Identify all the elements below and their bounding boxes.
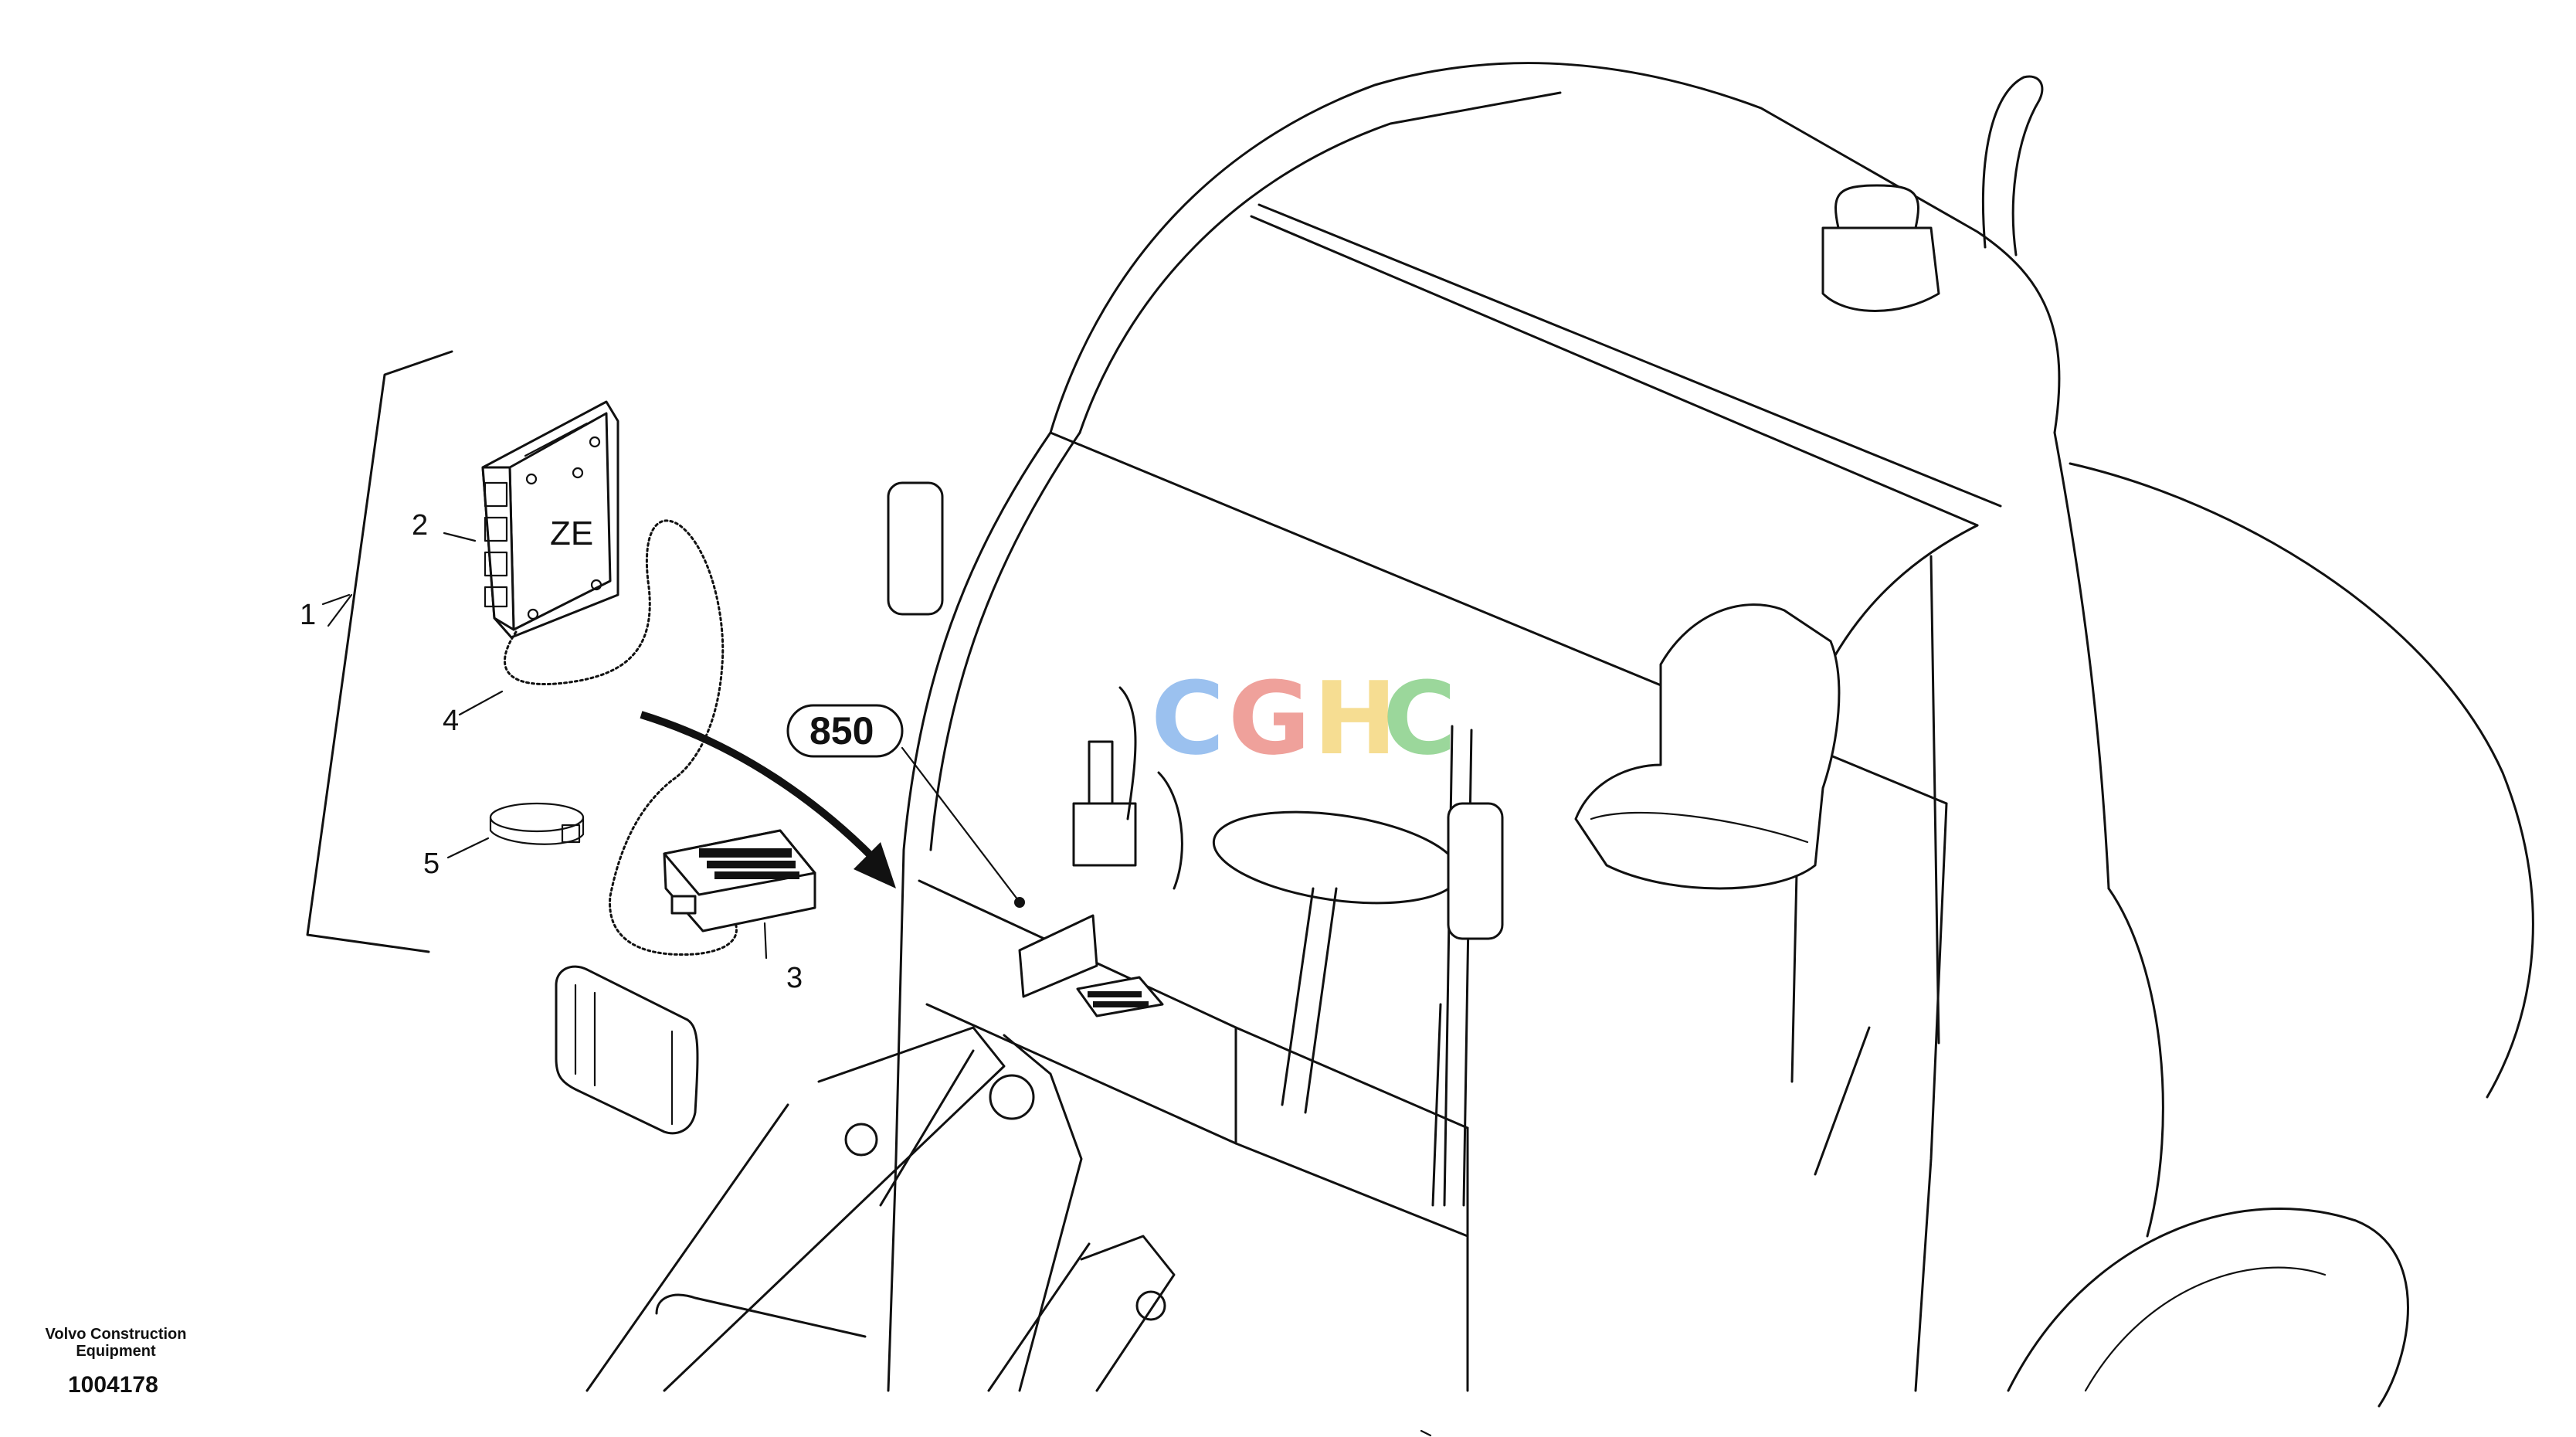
loader-arms-drawing (585, 1026, 1176, 1392)
leader-4 (458, 690, 504, 716)
leader-2 (443, 532, 477, 542)
module-label: ZE (550, 515, 593, 552)
callout-4: 4 (443, 705, 459, 737)
cable-clamp-icon (489, 802, 585, 845)
watermark-letter: G (1228, 660, 1311, 777)
rotating-beacon-icon (1821, 226, 1940, 312)
brand-label: Volvo Construction Equipment (45, 1326, 187, 1360)
ecu-module-icon: ZE (481, 400, 619, 639)
wiring-harness-icon (504, 519, 738, 956)
display-panel-icon (663, 829, 816, 933)
machine-cab-drawing (887, 62, 2534, 1408)
callout-2: 2 (412, 509, 428, 542)
callout-1: 1 (300, 599, 316, 631)
kit-bracket (306, 350, 453, 953)
watermark-letter: C (1383, 660, 1456, 777)
work-light-icon (555, 965, 699, 1135)
edge-mark (1420, 1429, 1432, 1437)
assembly-arrow-icon (640, 711, 896, 888)
part-number: 1004178 (68, 1372, 158, 1398)
leader-1 (321, 593, 351, 606)
callout-5: 5 (423, 848, 440, 880)
callout-3: 3 (786, 962, 803, 994)
leader-5 (446, 837, 490, 859)
reference-label: 850 (809, 709, 874, 752)
leader-3 (763, 922, 768, 960)
watermark-letter: H (1313, 660, 1397, 777)
reference-callout: 850 (786, 704, 1025, 908)
watermark-letter: C (1151, 660, 1224, 777)
watermark: C G H C (1151, 660, 1456, 777)
